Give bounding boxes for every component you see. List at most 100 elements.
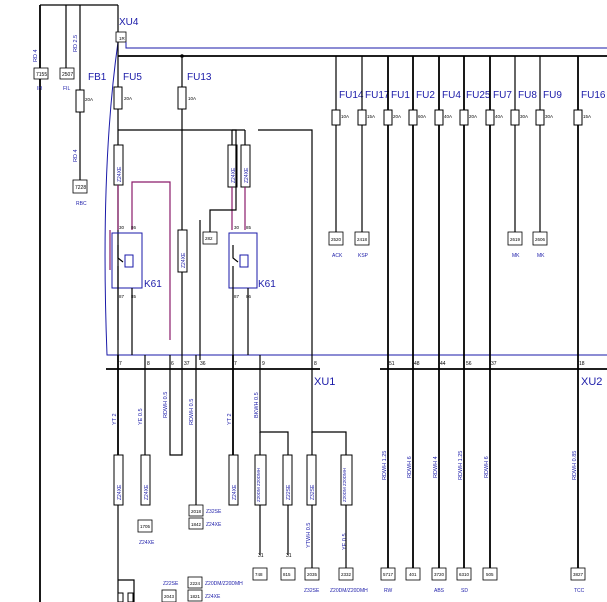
svg-text:7155: 7155	[36, 72, 47, 78]
svg-text:FU4: FU4	[442, 90, 461, 101]
svg-text:Z24XE: Z24XE	[144, 484, 150, 500]
xu1-label: XU1	[314, 376, 335, 388]
link-z24xe-left: Z24XE	[113, 144, 124, 186]
svg-text:RDWH 6: RDWH 6	[484, 456, 490, 478]
svg-text:2520: 2520	[331, 237, 342, 242]
svg-text:401: 401	[409, 572, 417, 577]
svg-text:TCC: TCC	[574, 588, 585, 594]
bottom-box-6310: 6310 SD	[456, 567, 472, 594]
svg-text:8: 8	[314, 361, 317, 367]
svg-text:87: 87	[234, 294, 240, 299]
svg-text:1705: 1705	[140, 524, 151, 529]
svg-text:2606: 2606	[535, 237, 546, 242]
svg-text:2224: 2224	[190, 581, 201, 586]
connector-xu4: XU4 1R	[115, 17, 139, 43]
svg-text:Z32SE: Z32SE	[304, 588, 320, 594]
svg-text:FU16: FU16	[581, 90, 606, 101]
bottom-link-z24xe-b: Z24XE	[140, 454, 151, 506]
svg-text:60A: 60A	[418, 114, 426, 119]
svg-text:30A: 30A	[520, 114, 528, 119]
fuse-fb1: FB1 20A	[75, 72, 107, 113]
svg-text:RDWH 0.85: RDWH 0.85	[572, 451, 578, 480]
left-box-fil: 2507 FIL	[59, 67, 75, 92]
svg-text:36: 36	[200, 361, 206, 367]
xu1-pins: 7 8 6 37 36 7 9 8	[119, 361, 317, 367]
svg-text:IH: IH	[37, 86, 42, 92]
wire-label-rd4a: RD 4	[33, 49, 39, 62]
svg-text:2043: 2043	[164, 594, 175, 599]
svg-text:FU5: FU5	[123, 72, 142, 83]
svg-text:FU8: FU8	[518, 90, 537, 101]
relay-k61-right: 30 85 87 86 K61	[228, 225, 276, 299]
svg-text:Z24XE: Z24XE	[117, 166, 123, 182]
footer-z22se: Z22SE	[163, 581, 179, 587]
fuse-fu7: FU7 40A	[485, 56, 512, 570]
box-mk-a: 2619 MK	[507, 231, 523, 259]
fuse-fu8: FU8 30A	[510, 56, 537, 232]
svg-text:86: 86	[131, 225, 137, 230]
svg-text:85: 85	[246, 225, 252, 230]
bottom-link-z20dm-a: Z20DM Z20DMH	[254, 454, 267, 506]
svg-text:37: 37	[491, 361, 497, 367]
bottom-link-z24xe-c: Z24XE	[228, 454, 239, 506]
svg-text:748: 748	[255, 572, 263, 577]
svg-text:7228: 7228	[75, 185, 86, 191]
bottom-link-z32se: Z32SE	[306, 454, 317, 506]
svg-text:30: 30	[119, 225, 125, 230]
svg-text:YT 2: YT 2	[112, 413, 118, 425]
svg-text:2418: 2418	[357, 237, 368, 242]
svg-text:Z32SE: Z32SE	[206, 509, 222, 515]
svg-text:15A: 15A	[367, 114, 375, 119]
svg-text:44: 44	[440, 361, 446, 367]
bottom-wire-labels: YT 2 YE 0.5 RDWH 0.5 RDWH 0.5 YT 2 BKWH …	[112, 392, 578, 550]
fuse-fu4: FU4 40A	[434, 56, 461, 570]
footer-box-2043: 2043	[161, 589, 177, 602]
box-mk-b: 2606 MK	[532, 231, 548, 259]
svg-text:20A: 20A	[393, 114, 401, 119]
svg-text:Z20DM/Z20DMH: Z20DM/Z20DMH	[205, 581, 243, 587]
svg-text:30A: 30A	[545, 114, 553, 119]
svg-text:40A: 40A	[444, 114, 452, 119]
svg-text:RDWH 1.25: RDWH 1.25	[458, 451, 464, 480]
svg-text:K61: K61	[144, 279, 162, 290]
box-ack: 2520 ACK	[328, 231, 344, 259]
fuse-fu25: FU25 20A	[459, 56, 491, 570]
bottom-box-401: 401	[405, 567, 421, 581]
fuse-fu16: FU16 15A	[573, 56, 606, 570]
xu2-label: XU2	[581, 376, 602, 388]
svg-text:282: 282	[205, 236, 213, 241]
svg-text:YE 0.5: YE 0.5	[138, 408, 144, 425]
svg-text:20A: 20A	[124, 96, 132, 101]
svg-text:FU7: FU7	[493, 90, 512, 101]
svg-text:FU9: FU9	[543, 90, 562, 101]
svg-text:30: 30	[234, 225, 240, 230]
bottom-box-815: 815	[280, 567, 296, 581]
svg-text:Z24XE: Z24XE	[244, 167, 250, 183]
bottom-link-z24xe-a: Z24XE	[113, 454, 124, 506]
footer-box-2224: 2224 Z20DM/Z20DMH	[187, 576, 243, 589]
svg-text:6310: 6310	[459, 572, 470, 577]
footer-wire-b	[118, 579, 135, 602]
svg-text:YTWH 0.5: YTWH 0.5	[306, 523, 312, 548]
ground-pin-b: 31	[286, 553, 292, 559]
bottom-box-3720: 3720 ABS	[431, 567, 447, 594]
bottom-box-2332: 2332 Z20DM/Z20DMH	[330, 567, 368, 594]
wire-label-rd25: RD 2.5	[73, 35, 79, 52]
fuse-fu14: FU14 10A	[331, 56, 364, 232]
bottom-box-1842: 1842 Z24XE	[188, 517, 222, 530]
magenta-wire-b	[131, 181, 171, 340]
svg-text:51: 51	[389, 361, 395, 367]
svg-text:7: 7	[119, 361, 122, 367]
svg-text:815: 815	[283, 572, 291, 577]
svg-text:8: 8	[147, 361, 150, 367]
svg-text:87: 87	[119, 294, 125, 299]
box-282: 282	[202, 231, 218, 245]
fuse-fu2: FU2 60A	[408, 56, 435, 570]
link-z24xe-right-b: Z24XE	[240, 144, 251, 188]
svg-text:7: 7	[234, 361, 237, 367]
fusebox-top-edge	[125, 42, 607, 49]
bottom-box-2018: 2018 Z32SE	[188, 504, 222, 517]
left-box-rbc: 7228 RBC	[72, 179, 88, 207]
svg-text:5717: 5717	[383, 572, 394, 577]
